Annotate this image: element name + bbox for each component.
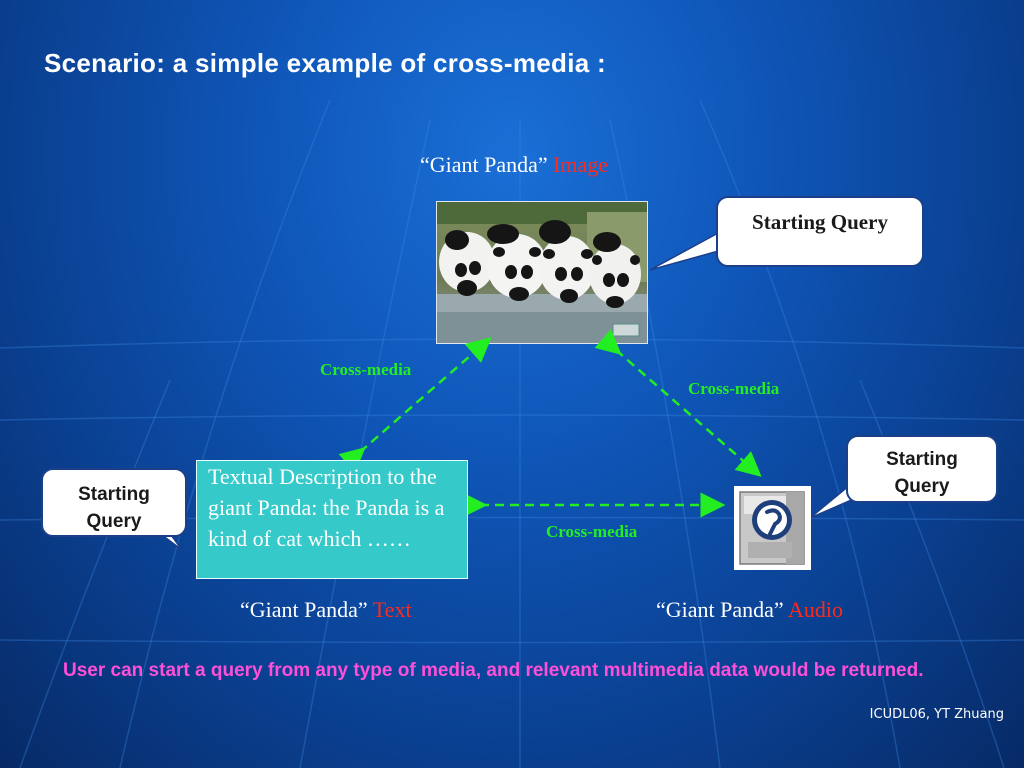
audio-icon-graphic xyxy=(739,491,805,565)
text-starting-query-callout: Starting Query xyxy=(41,468,187,537)
audio-starting-query-line1: Starting xyxy=(886,449,958,470)
text-starting-query-line2: Query xyxy=(86,511,142,532)
image-text-arrow xyxy=(338,337,492,473)
audio-caption: “Giant Panda” Audio xyxy=(656,597,843,623)
image-caption: “Giant Panda” Image xyxy=(420,152,608,178)
text-caption-prefix: “Giant Panda” xyxy=(240,597,368,622)
audio-file-icon xyxy=(734,486,811,570)
cross-media-label-left: Cross-media xyxy=(320,360,412,379)
text-caption-accent: Text xyxy=(372,597,412,622)
text-starting-query-line1: Starting xyxy=(78,484,150,505)
text-description-box: Textual Description to the giant Panda: … xyxy=(196,460,468,579)
panda-photo-icon xyxy=(437,202,647,343)
image-audio-arrow xyxy=(594,329,762,477)
image-starting-query-label: Starting Query xyxy=(752,210,888,234)
image-caption-prefix: “Giant Panda” xyxy=(420,152,548,177)
summary-note: User can start a query from any type of … xyxy=(63,660,924,681)
cross-media-label-bottom: Cross-media xyxy=(546,522,638,541)
panda-photo xyxy=(436,201,648,344)
cross-media-label-right: Cross-media xyxy=(688,379,780,398)
audio-caption-prefix: “Giant Panda” xyxy=(656,597,784,622)
audio-starting-query-callout: Starting Query xyxy=(846,435,998,503)
audio-starting-query-line2: Query xyxy=(894,476,950,497)
image-starting-query-callout: Starting Query xyxy=(716,196,924,267)
text-caption: “Giant Panda” Text xyxy=(240,597,412,623)
image-caption-accent: Image xyxy=(553,152,609,177)
slide-title: Scenario: a simple example of cross-medi… xyxy=(44,48,606,78)
slide-footer: ICUDL06, YT Zhuang xyxy=(869,707,1004,722)
audio-caption-accent: Audio xyxy=(787,597,843,622)
